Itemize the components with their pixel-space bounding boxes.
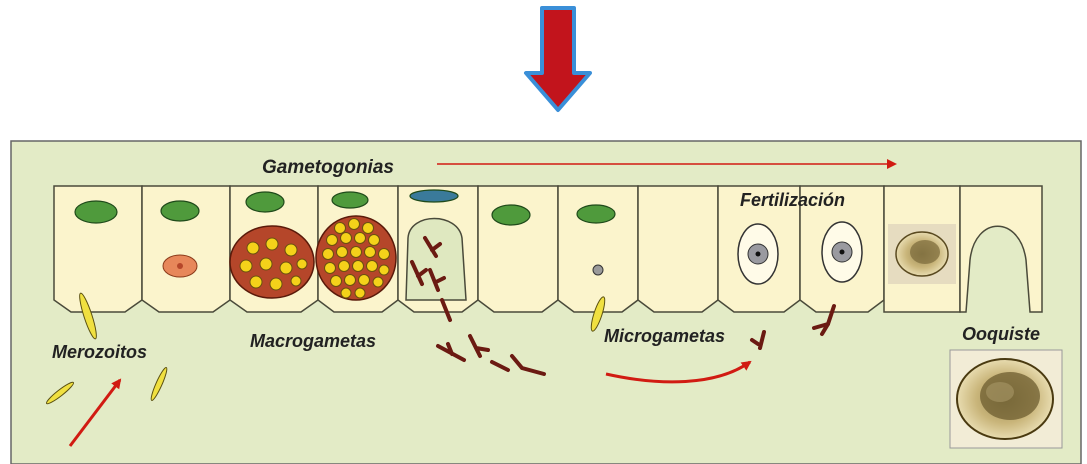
- microgametas-label: Microgametas: [604, 326, 725, 346]
- down-arrow-icon: [526, 8, 590, 110]
- macrogamete-4: [316, 216, 396, 300]
- gametogonias-label: Gametogonias: [262, 157, 394, 178]
- oocyst-small: [888, 224, 956, 284]
- oocyst-photo: [950, 350, 1062, 448]
- fertilizacion-label: Fertilización: [740, 190, 845, 210]
- cell-8: [638, 186, 718, 312]
- merozoitos-label: Merozoitos: [52, 342, 147, 362]
- zygote-1: [738, 224, 778, 284]
- small-nucleus: [593, 265, 603, 275]
- early-macrogamete: [163, 255, 197, 277]
- ooquiste-label: Ooquiste: [962, 324, 1040, 344]
- zygote-2: [822, 222, 862, 282]
- cell-6: [478, 186, 558, 312]
- macrogamete-3: [230, 226, 314, 298]
- macrogametas-label: Macrogametas: [250, 331, 376, 351]
